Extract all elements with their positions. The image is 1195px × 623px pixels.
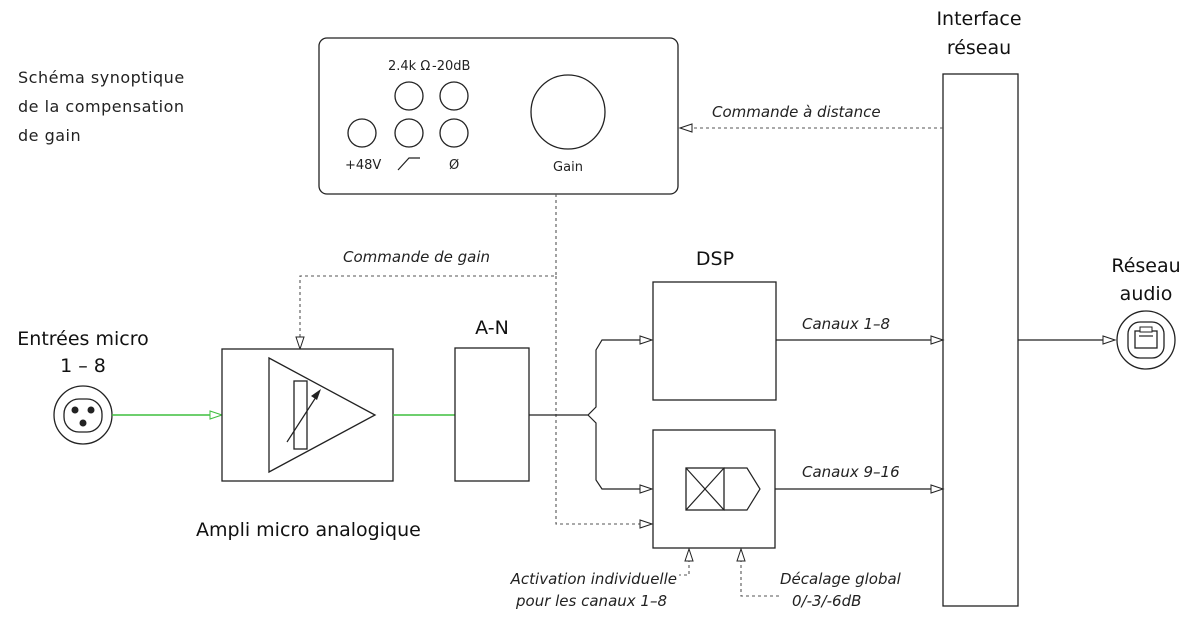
gain-command-label: Commande de gain: [343, 248, 490, 266]
xlr-pin-2: [87, 406, 95, 414]
gain-compensation-block: [652, 429, 776, 549]
highpass-filter-icon: [397, 157, 420, 171]
adc-block: [454, 347, 530, 482]
individual-activation-arrow: [684, 547, 694, 562]
diagram-title-line-3: de gain: [18, 126, 81, 145]
channels-9-16-label: Canaux 9–16: [802, 463, 900, 481]
adc-to-dsp-line: [529, 339, 640, 416]
mic-inputs-label-line-1: Entrées micro: [17, 328, 148, 350]
impedance-label: 2.4k Ω: [388, 59, 430, 74]
adc-to-compensation-line: [587, 414, 640, 490]
gain-command-arrow: [295, 336, 305, 351]
ethernet-port-icon: [1134, 330, 1158, 349]
variable-resistor-icon: [293, 380, 308, 450]
xlr-pin-3: [79, 419, 87, 427]
crossfade-diagonal-2: [685, 467, 725, 511]
dsp-block: [652, 281, 777, 401]
pad-switch[interactable]: [439, 81, 469, 111]
diagram-title-line-2: de la compensation: [18, 97, 185, 116]
crossfade-pointer-icon: [724, 467, 761, 511]
audio-network-label-line-1: Réseau: [1111, 255, 1180, 277]
global-offset-label-line-1: Décalage global: [780, 570, 902, 588]
panel-to-compensation-arrow: [639, 519, 654, 529]
individual-activation-label-line-1: Activation individuelle: [510, 570, 677, 588]
mic-input-connector: Entrées micro 1 – 8: [17, 328, 149, 445]
gain-knob-label: Gain: [553, 160, 583, 175]
remote-command-label: Commande à distance: [712, 103, 881, 121]
variable-resistor-arrowhead-icon: [311, 389, 321, 400]
mic-inputs-label-line-2: 1 – 8: [60, 355, 106, 377]
compensation-output-arrow: [930, 484, 945, 494]
phase-invert-label: Ø: [449, 158, 459, 173]
global-offset-line: [740, 559, 780, 597]
phase-invert-switch[interactable]: [439, 118, 469, 148]
remote-command-arrow: [678, 123, 693, 133]
mic-signal-arrow: [209, 410, 224, 420]
global-offset-label-line-2: 0/-3/-6dB: [792, 592, 861, 610]
pad-label: -20dB: [432, 59, 470, 74]
audio-network-connector: Réseau audio: [1111, 255, 1181, 370]
phantom-power-label: +48V: [345, 158, 381, 173]
impedance-switch[interactable]: [394, 81, 424, 111]
global-offset-arrow: [736, 547, 746, 562]
xlr-pin-1: [71, 406, 79, 414]
phantom-power-switch[interactable]: [347, 118, 377, 148]
network-interface-title-line-1: Interface: [936, 8, 1021, 30]
network-interface: Interface réseau: [936, 8, 1022, 607]
highpass-filter-switch[interactable]: [394, 118, 424, 148]
control-panel: 2.4k Ω -20dB +48V Ø Gain: [318, 37, 679, 195]
preamp-block: [221, 348, 394, 482]
adc-to-compensation-arrow: [639, 484, 654, 494]
individual-activation-label-line-2: pour les canaux 1–8: [515, 592, 667, 610]
variable-resistor-arrow-icon: [286, 393, 319, 443]
channels-1-8-label: Canaux 1–8: [802, 315, 890, 333]
network-interface-block: [942, 73, 1019, 607]
control-panel-frame: [318, 37, 679, 195]
adc-to-dsp-arrow: [639, 335, 654, 345]
panel-to-compensation-line: [555, 276, 640, 525]
gain-command-line: [299, 194, 557, 338]
diagram-title-line-1: Schéma synoptique: [18, 68, 185, 87]
network-output-arrow: [1102, 335, 1117, 345]
gain-knob[interactable]: [530, 74, 606, 150]
dsp-output-arrow: [930, 335, 945, 345]
preamp-label: Ampli micro analogique: [196, 519, 421, 541]
adc-label: A-N: [475, 317, 509, 339]
network-interface-title-line-2: réseau: [947, 37, 1011, 59]
audio-network-label-line-2: audio: [1120, 283, 1173, 305]
dsp-label: DSP: [696, 248, 734, 270]
xlr-connector-inner: [63, 398, 103, 433]
ethernet-port-tab: [1139, 326, 1153, 333]
